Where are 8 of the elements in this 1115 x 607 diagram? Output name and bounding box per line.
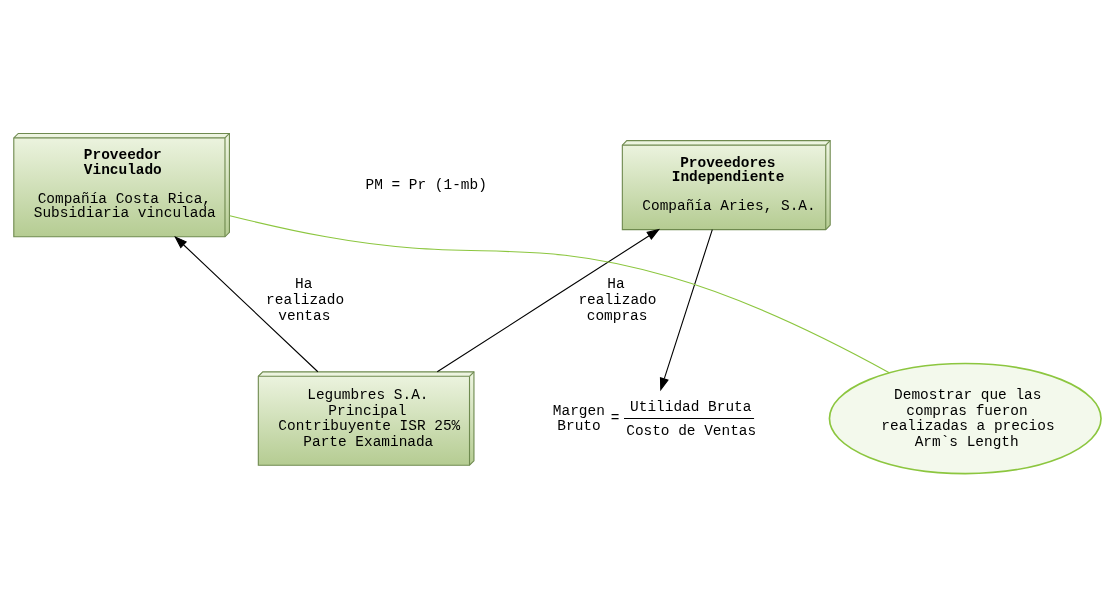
node-ellipse: Demostrar que las compras fueron realizadas a precios Arm`s Length bbox=[828, 362, 1102, 475]
arrow bbox=[659, 229, 713, 392]
label: PM = Pr (1-mb) bbox=[365, 176, 487, 193]
edge-label: Ha realizado ventas bbox=[266, 276, 345, 324]
edge-label: Ha realizado compras bbox=[578, 276, 657, 324]
connector bbox=[229, 215, 890, 374]
arrow bbox=[174, 235, 319, 373]
arrow bbox=[436, 228, 661, 373]
